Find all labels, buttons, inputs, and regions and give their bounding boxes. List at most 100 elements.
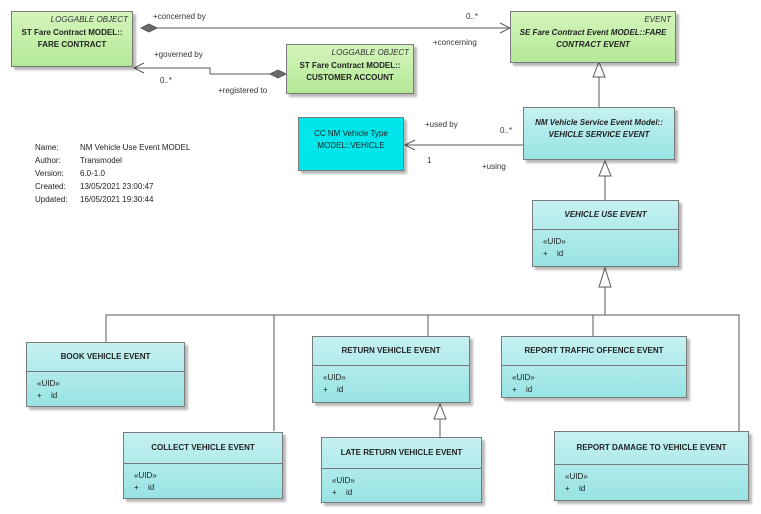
metadata-value: NM Vehicle Use Event MODEL xyxy=(80,143,191,152)
class-name: COLLECT VEHICLE EVENT xyxy=(151,443,255,452)
attribute-row: + id xyxy=(332,487,481,499)
class-book-vehicle-event[interactable]: BOOK VEHICLE EVENT «UID» +id xyxy=(26,342,185,407)
attribute-row: +id xyxy=(134,482,282,494)
generalization-tree xyxy=(105,287,740,431)
metadata-label: Author: xyxy=(35,156,61,165)
association-governed-by xyxy=(134,67,286,75)
metadata-created-row: Created:13/05/2021 23:00:47 xyxy=(35,180,190,193)
metadata-author-row: Author: Transmodel xyxy=(35,154,190,167)
attribute-compartment: «UID» + id xyxy=(322,469,481,499)
class-name: REPORT DAMAGE TO VEHICLE EVENT xyxy=(576,443,727,452)
class-header: LATE RETURN VEHICLE EVENT xyxy=(322,438,481,469)
metadata-label: Updated: xyxy=(35,195,68,204)
class-name: VEHICLE USE EVENT xyxy=(564,210,647,219)
attribute-compartment: «UID» + id xyxy=(555,465,748,495)
metadata-label: Name: xyxy=(35,143,59,152)
diagram-metadata: Name: NM Vehicle Use Event MODEL Author: T… xyxy=(35,141,190,206)
attribute-compartment: «UID» +id xyxy=(533,230,678,260)
class-name-line2: CONTRACT EVENT xyxy=(556,40,630,49)
label-registered-to: +registered to xyxy=(218,86,268,95)
metadata-value: 6.0-1.0 xyxy=(80,169,105,178)
generalization-triangle xyxy=(433,402,447,420)
class-name-line1: NM Vehicle Service Event Model:: xyxy=(535,118,663,127)
generalization-triangle xyxy=(598,159,612,177)
class-collect-vehicle-event[interactable]: COLLECT VEHICLE EVENT «UID» +id xyxy=(123,432,283,499)
navigability-arrow xyxy=(132,62,145,74)
class-header: VEHICLE USE EVENT xyxy=(533,201,678,230)
class-vehicle-use-event[interactable]: VEHICLE USE EVENT «UID» +id xyxy=(532,200,679,267)
class-fare-contract-event[interactable]: EVENT SE Fare Contract Event MODEL::FARE… xyxy=(510,11,676,63)
attribute-compartment: «UID» +id xyxy=(124,464,282,494)
class-name-line1: ST Fare Contract MODEL:: xyxy=(299,61,401,70)
class-name-line2: FARE CONTRACT xyxy=(37,40,107,49)
uid-stereotype: «UID» xyxy=(323,373,346,382)
class-vehicle-service-event[interactable]: NM Vehicle Service Event Model:: VEHICLE… xyxy=(523,107,675,160)
attribute-name: id xyxy=(579,484,586,493)
class-customer-account[interactable]: LOGGABLE OBJECT ST Fare Contract MODEL::… xyxy=(286,44,414,94)
attribute-name: id xyxy=(526,385,533,394)
attribute-name: id xyxy=(557,249,564,258)
class-name-line1: SE Fare Contract Event MODEL::FARE xyxy=(519,28,667,37)
attribute-compartment: «UID» + id xyxy=(313,366,469,396)
class-name-line2: VEHICLE SERVICE EVENT xyxy=(548,130,650,139)
metadata-name-row: Name: NM Vehicle Use Event MODEL xyxy=(35,141,190,154)
class-header: REPORT DAMAGE TO VEHICLE EVENT xyxy=(555,432,748,465)
stereotype-label: LOGGABLE OBJECT xyxy=(331,48,409,57)
attribute-name: id xyxy=(346,488,353,497)
class-report-damage-to-vehicle-event[interactable]: REPORT DAMAGE TO VEHICLE EVENT «UID» + id xyxy=(554,431,749,501)
metadata-label: Version: xyxy=(35,169,64,178)
class-name-line1: ST Fare Contract MODEL:: xyxy=(21,28,123,37)
visibility-marker: + xyxy=(323,385,328,394)
class-return-vehicle-event[interactable]: RETURN VEHICLE EVENT «UID» + id xyxy=(312,336,470,403)
class-header: RETURN VEHICLE EVENT xyxy=(313,337,469,366)
uid-stereotype: «UID» xyxy=(134,471,157,480)
class-header: REPORT TRAFFIC OFFENCE EVENT xyxy=(502,337,686,366)
uid-stereotype: «UID» xyxy=(543,237,566,246)
attribute-row: + id xyxy=(565,483,748,495)
class-vehicle[interactable]: CC NM Vehicle Type MODEL::VEHICLE xyxy=(298,117,404,171)
stereotype-label: LOGGABLE OBJECT xyxy=(50,15,128,24)
stereotype-label: EVENT xyxy=(644,15,671,24)
label-using-mult: 1 xyxy=(427,156,432,165)
metadata-value: 16/05/2021 19:30:44 xyxy=(80,195,154,204)
label-used-by-mult: 0..* xyxy=(500,126,513,135)
attribute-name: id xyxy=(337,385,344,394)
class-fare-contract[interactable]: LOGGABLE OBJECT ST Fare Contract MODEL::… xyxy=(11,11,133,67)
uid-stereotype: «UID» xyxy=(565,472,588,481)
aggregation-diamond xyxy=(139,23,159,33)
class-name: RETURN VEHICLE EVENT xyxy=(341,346,441,355)
class-header: BOOK VEHICLE EVENT xyxy=(27,343,184,372)
attribute-row: + id xyxy=(512,384,686,396)
metadata-value: 13/05/2021 23:00:47 xyxy=(80,182,154,191)
generalization-triangle xyxy=(598,266,612,288)
class-late-return-vehicle-event[interactable]: LATE RETURN VEHICLE EVENT «UID» + id xyxy=(321,437,482,503)
label-concerning: +concerning xyxy=(433,38,477,47)
label-used-by: +used by xyxy=(425,120,458,129)
class-name: REPORT TRAFFIC OFFENCE EVENT xyxy=(524,346,664,355)
attribute-row: +id xyxy=(37,390,184,402)
class-name-line2: CUSTOMER ACCOUNT xyxy=(306,73,394,82)
metadata-value: Transmodel xyxy=(80,156,122,165)
uid-stereotype: «UID» xyxy=(37,379,60,388)
class-name-line1: CC NM Vehicle Type xyxy=(314,129,388,138)
visibility-marker: + xyxy=(37,391,42,400)
class-report-traffic-offence-event[interactable]: REPORT TRAFFIC OFFENCE EVENT «UID» +id xyxy=(501,336,687,398)
metadata-version-row: Version: 6.0-1.0 xyxy=(35,167,190,180)
class-header: COLLECT VEHICLE EVENT xyxy=(124,433,282,464)
label-concerned-by: +concerned by xyxy=(153,12,206,21)
class-name: BOOK VEHICLE EVENT xyxy=(60,352,151,361)
aggregation-diamond xyxy=(268,69,288,79)
label-governed-by: +governed by xyxy=(154,50,203,59)
attribute-row: +id xyxy=(543,248,678,260)
label-governed-by-mult: 0..* xyxy=(160,76,173,85)
metadata-updated-row: Updated: 16/05/2021 19:30:44 xyxy=(35,193,190,206)
generalization-triangle xyxy=(592,60,606,78)
uid-stereotype: «UID» xyxy=(332,476,355,485)
visibility-marker: + xyxy=(512,385,517,394)
navigability-arrow xyxy=(403,139,416,151)
attribute-name: id xyxy=(148,483,155,492)
attribute-compartment: «UID» +id xyxy=(502,366,686,396)
visibility-marker: + xyxy=(565,484,570,493)
visibility-marker: + xyxy=(332,488,337,497)
